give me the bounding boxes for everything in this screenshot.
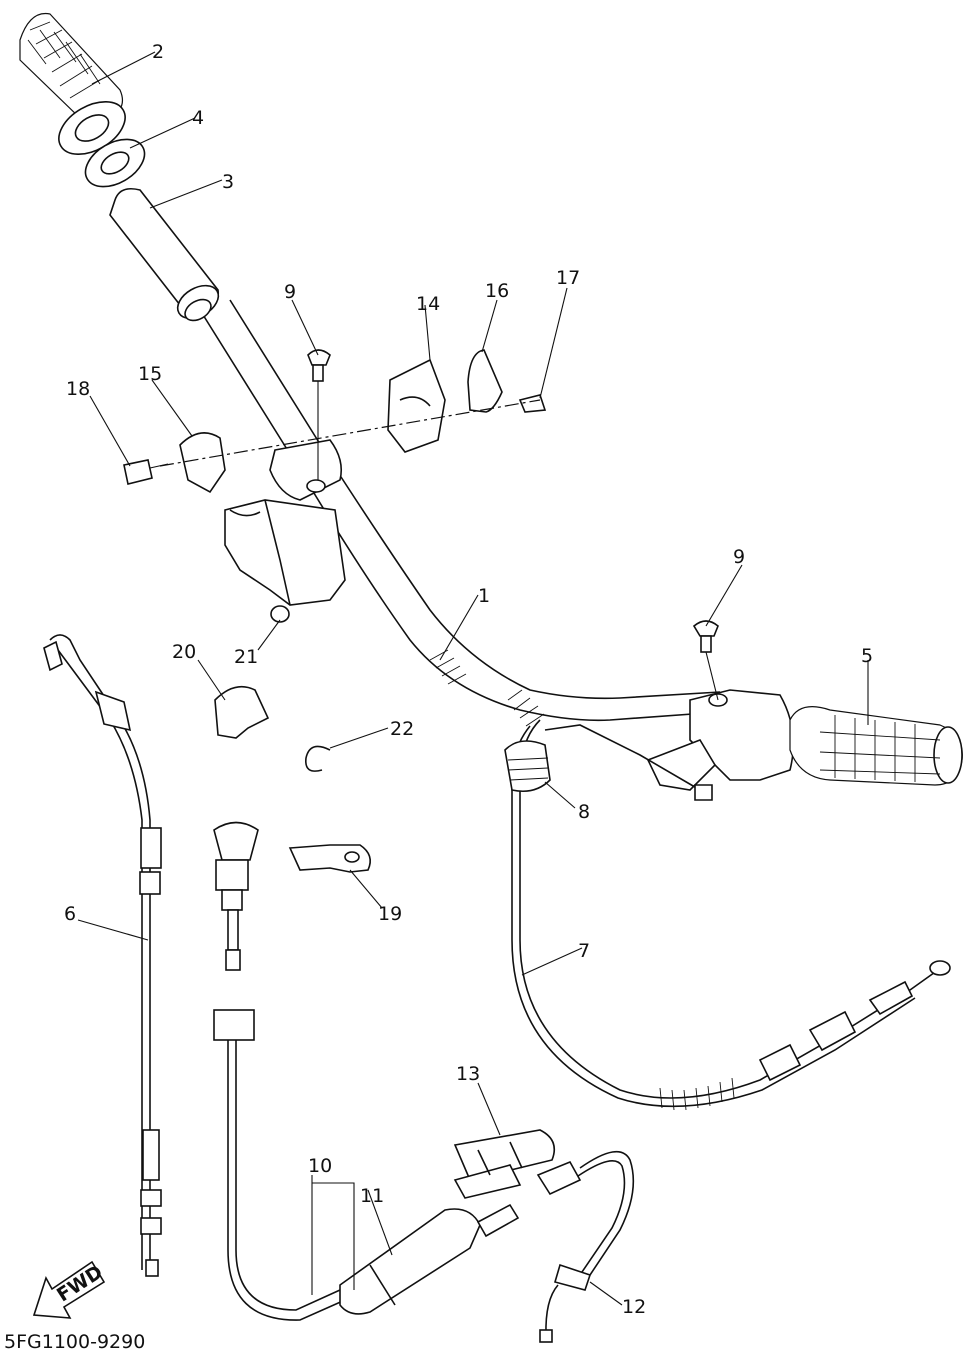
callout-10: 10 <box>308 1155 332 1177</box>
callout-13: 13 <box>456 1063 480 1085</box>
bolt-9-lower <box>692 620 719 701</box>
callout-18: 18 <box>66 378 90 400</box>
callout-8: 8 <box>578 801 590 823</box>
callout-6: 6 <box>64 903 76 925</box>
callout-1: 1 <box>478 585 490 607</box>
callout-7: 7 <box>578 940 590 962</box>
callout-3: 3 <box>222 171 234 193</box>
screw-18 <box>123 459 169 485</box>
callout-11: 11 <box>360 1185 384 1207</box>
clamp-bracket-14 <box>387 358 446 453</box>
clamp-half-15 <box>179 432 226 494</box>
leader-lines <box>77 51 869 1306</box>
callout-16: 16 <box>485 280 509 302</box>
cable-7-inner <box>544 724 701 791</box>
cable-6 <box>43 634 162 1277</box>
screw-17 <box>518 394 547 413</box>
pin-22 <box>305 745 331 772</box>
right-grip <box>789 706 963 786</box>
choke-plunger-11 <box>339 1203 520 1315</box>
clip-16 <box>467 349 503 413</box>
callout-9-upper: 9 <box>284 281 296 303</box>
left-grip <box>19 12 126 156</box>
handlebar <box>199 299 721 727</box>
grip-washer <box>84 138 146 188</box>
master-cylinder <box>224 439 346 606</box>
callout-19: 19 <box>378 903 402 925</box>
fwd-arrow-icon: FWD <box>32 1260 107 1319</box>
callout-12: 12 <box>622 1296 646 1318</box>
callout-labels: 2 4 3 9 14 16 17 18 15 1 9 5 20 21 22 8 … <box>4 41 873 1353</box>
choke-cable <box>213 821 346 1321</box>
holder-13 <box>453 1129 556 1199</box>
cable-boot-8 <box>504 740 551 793</box>
callout-9-lower: 9 <box>733 546 745 568</box>
bolt-9-upper <box>307 349 331 480</box>
assembly-axis-clamp <box>159 399 541 467</box>
callout-4: 4 <box>192 107 204 129</box>
cable-7-nipple <box>694 784 713 801</box>
throttle-tube <box>109 187 220 322</box>
callout-2: 2 <box>152 41 164 63</box>
drawing-code: 5FG1100-9290 <box>4 1331 145 1352</box>
callout-22: 22 <box>390 718 414 740</box>
callout-5: 5 <box>861 645 873 667</box>
cable-12 <box>536 1150 635 1343</box>
bolt-21 <box>270 605 290 623</box>
callout-21: 21 <box>234 646 258 668</box>
callout-14: 14 <box>416 293 440 315</box>
callout-17: 17 <box>556 267 580 289</box>
clip-20 <box>214 685 270 739</box>
right-switch-housing <box>646 689 795 791</box>
fwd-label: FWD <box>53 1261 107 1307</box>
callout-20: 20 <box>172 641 196 663</box>
bracket-19 <box>288 844 371 873</box>
callout-15: 15 <box>138 363 162 385</box>
